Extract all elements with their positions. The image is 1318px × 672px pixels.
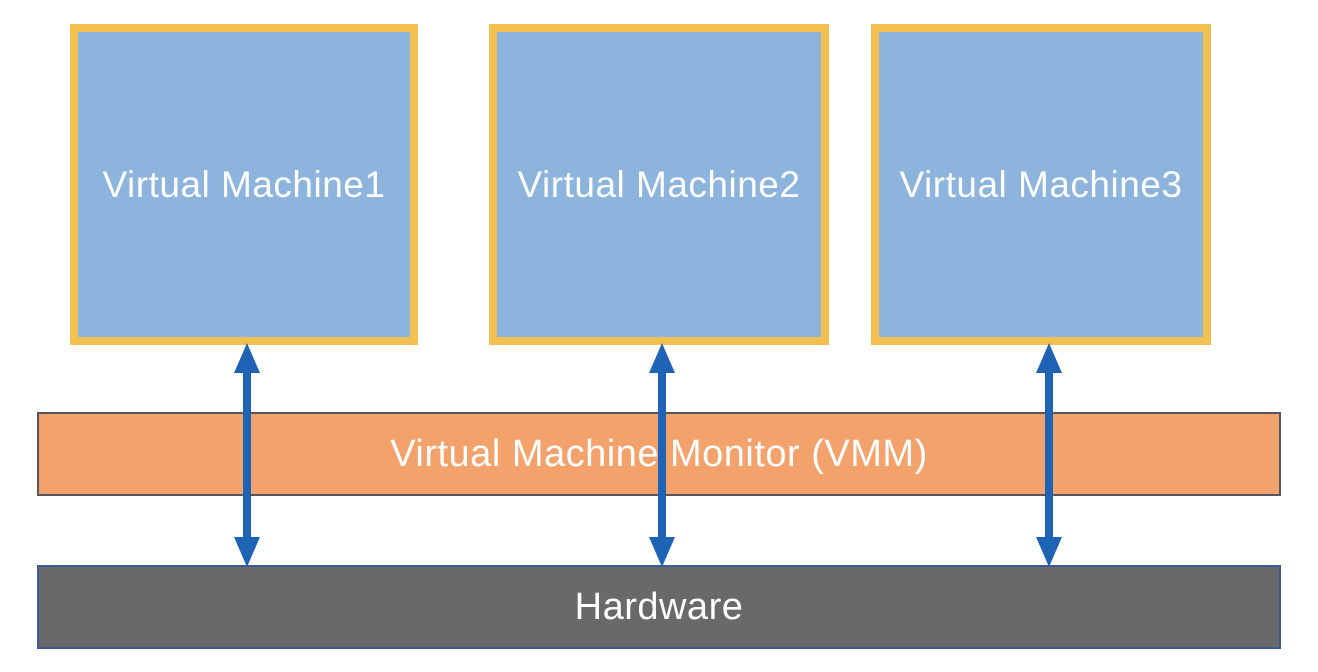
vm2-hardware-double-arrow-icon bbox=[649, 343, 675, 567]
hardware-bar: Hardware bbox=[37, 565, 1281, 649]
vm1-hardware-double-arrow-icon bbox=[234, 343, 260, 567]
vm-box-1: Virtual Machine1 bbox=[70, 24, 418, 345]
vm-box-1-label: Virtual Machine1 bbox=[102, 163, 386, 205]
vm-box-3: Virtual Machine3 bbox=[871, 24, 1211, 345]
vm-box-3-label: Virtual Machine3 bbox=[899, 163, 1183, 205]
vm-box-2-label: Virtual Machine2 bbox=[517, 163, 801, 205]
vm3-hardware-double-arrow-icon bbox=[1036, 343, 1062, 567]
vm-box-2: Virtual Machine2 bbox=[489, 24, 829, 345]
hardware-bar-label: Hardware bbox=[574, 585, 744, 628]
